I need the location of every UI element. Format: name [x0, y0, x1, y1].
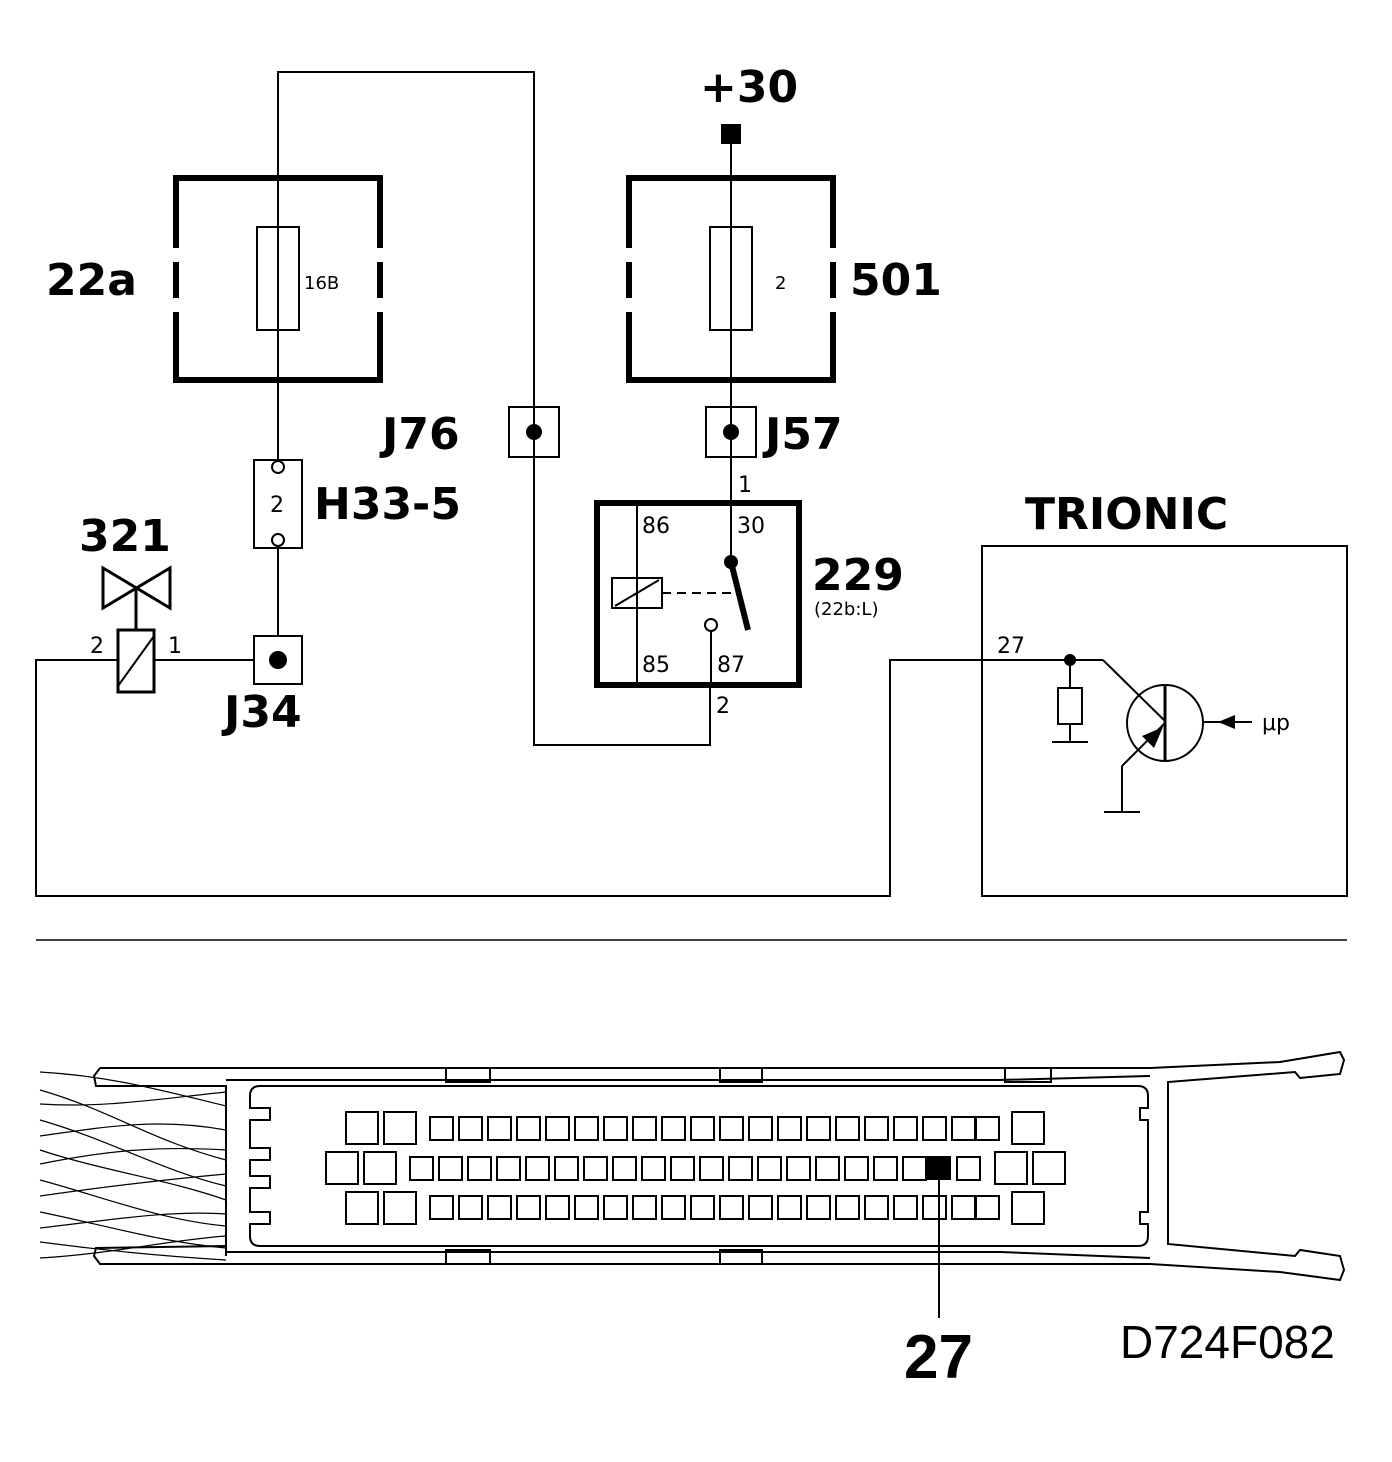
- ecu-title: TRIONIC: [1025, 489, 1228, 540]
- fuse-16b-label: 16B: [304, 273, 339, 294]
- relay-label: 229: [812, 550, 904, 601]
- wires: [35, 71, 1070, 897]
- pin-row-2: [325, 1151, 1066, 1185]
- valve-pin-1: 1: [168, 634, 182, 659]
- ecu-trionic: [981, 545, 1348, 897]
- relay-229: [594, 500, 802, 688]
- wire-bundle: [39, 1071, 227, 1261]
- pin-row-1: [345, 1111, 1045, 1145]
- relay-terminal-30: 30: [737, 514, 765, 539]
- fuse-block-501-label: 501: [850, 255, 942, 306]
- connector-j34-label: J34: [221, 687, 302, 738]
- fuse-block-22a: [173, 175, 383, 383]
- fuse-2-label: 2: [775, 273, 786, 294]
- connector-view: [39, 1050, 1346, 1318]
- drawing-reference: D724F082: [1120, 1316, 1335, 1368]
- ecu-pin-label: 27: [997, 634, 1025, 659]
- relay-sublabel: (22b:L): [814, 599, 878, 620]
- supply-label: +30: [700, 62, 798, 113]
- relay-pin-out: 2: [716, 694, 730, 719]
- transistor-emitter-arrow: [1142, 727, 1163, 748]
- solenoid-valve: [101, 565, 172, 694]
- connector-j57: [705, 406, 757, 458]
- connector-j76: [508, 406, 560, 458]
- fuse-block-501: [626, 175, 836, 383]
- connector-h33-5-label: H33-5: [314, 479, 461, 530]
- highlighted-pin-label: 27: [904, 1323, 973, 1392]
- connector-j57-label: J57: [762, 409, 843, 460]
- pin-row-3: [345, 1191, 1045, 1225]
- relay-pin-in: 1: [738, 473, 752, 498]
- supply-terminal: [721, 124, 741, 144]
- signal-arrow: [1218, 715, 1235, 729]
- fuse-block-22a-label: 22a: [46, 255, 137, 306]
- relay-terminal-87: 87: [717, 653, 745, 678]
- connector-j34: [253, 635, 303, 685]
- connector-j76-label: J76: [379, 409, 460, 460]
- valve-label: 321: [79, 511, 171, 562]
- connector-h33-5: [253, 459, 303, 549]
- connector-h33-5-pin: 2: [270, 493, 284, 518]
- relay-terminal-85: 85: [642, 653, 670, 678]
- ecu-signal-label: μp: [1262, 711, 1290, 736]
- valve-pin-2: 2: [90, 634, 104, 659]
- relay-terminal-86: 86: [642, 514, 670, 539]
